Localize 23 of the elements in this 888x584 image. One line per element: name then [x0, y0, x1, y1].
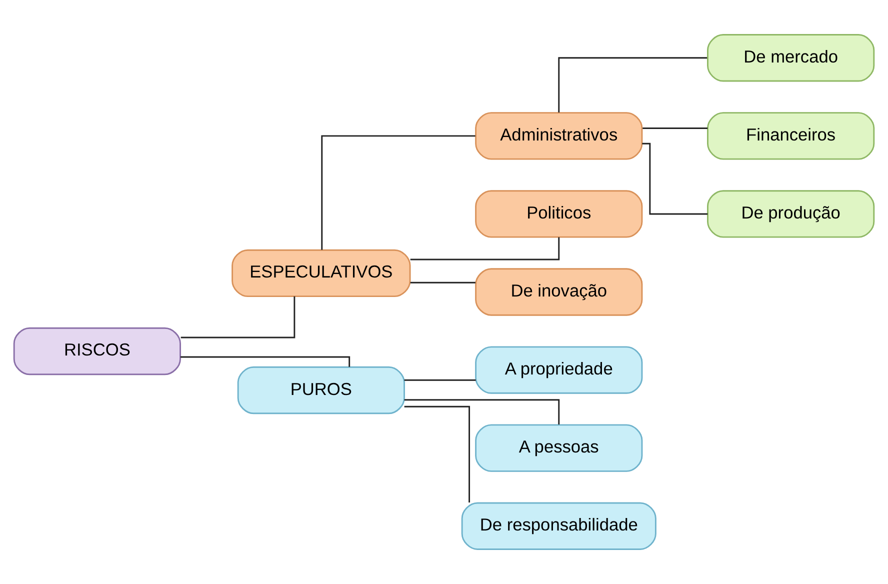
- connector: [558, 57, 708, 113]
- connector: [642, 128, 708, 129]
- node-box: De inovação: [475, 268, 643, 316]
- node-box: PUROS: [237, 366, 405, 414]
- node-box: De mercado: [707, 34, 875, 82]
- connector: [404, 399, 560, 425]
- connector: [180, 296, 296, 338]
- connector: [180, 356, 350, 367]
- connector: [410, 237, 560, 260]
- node-box: De produção: [707, 190, 875, 238]
- connector: [321, 135, 476, 250]
- node-box: Administrativos: [475, 112, 643, 160]
- connector: [404, 406, 470, 502]
- node-box: A propriedade: [475, 346, 643, 394]
- node-box: Financeiros: [707, 112, 875, 160]
- node-box: A pessoas: [475, 424, 643, 472]
- node-box: Politicos: [475, 190, 643, 238]
- connector: [404, 379, 476, 381]
- connector: [642, 142, 708, 215]
- node-box: De responsabilidade: [461, 502, 656, 550]
- node-box: RISCOS: [13, 327, 181, 376]
- connector: [410, 282, 476, 284]
- node-box: ESPECULATIVOS: [232, 249, 411, 298]
